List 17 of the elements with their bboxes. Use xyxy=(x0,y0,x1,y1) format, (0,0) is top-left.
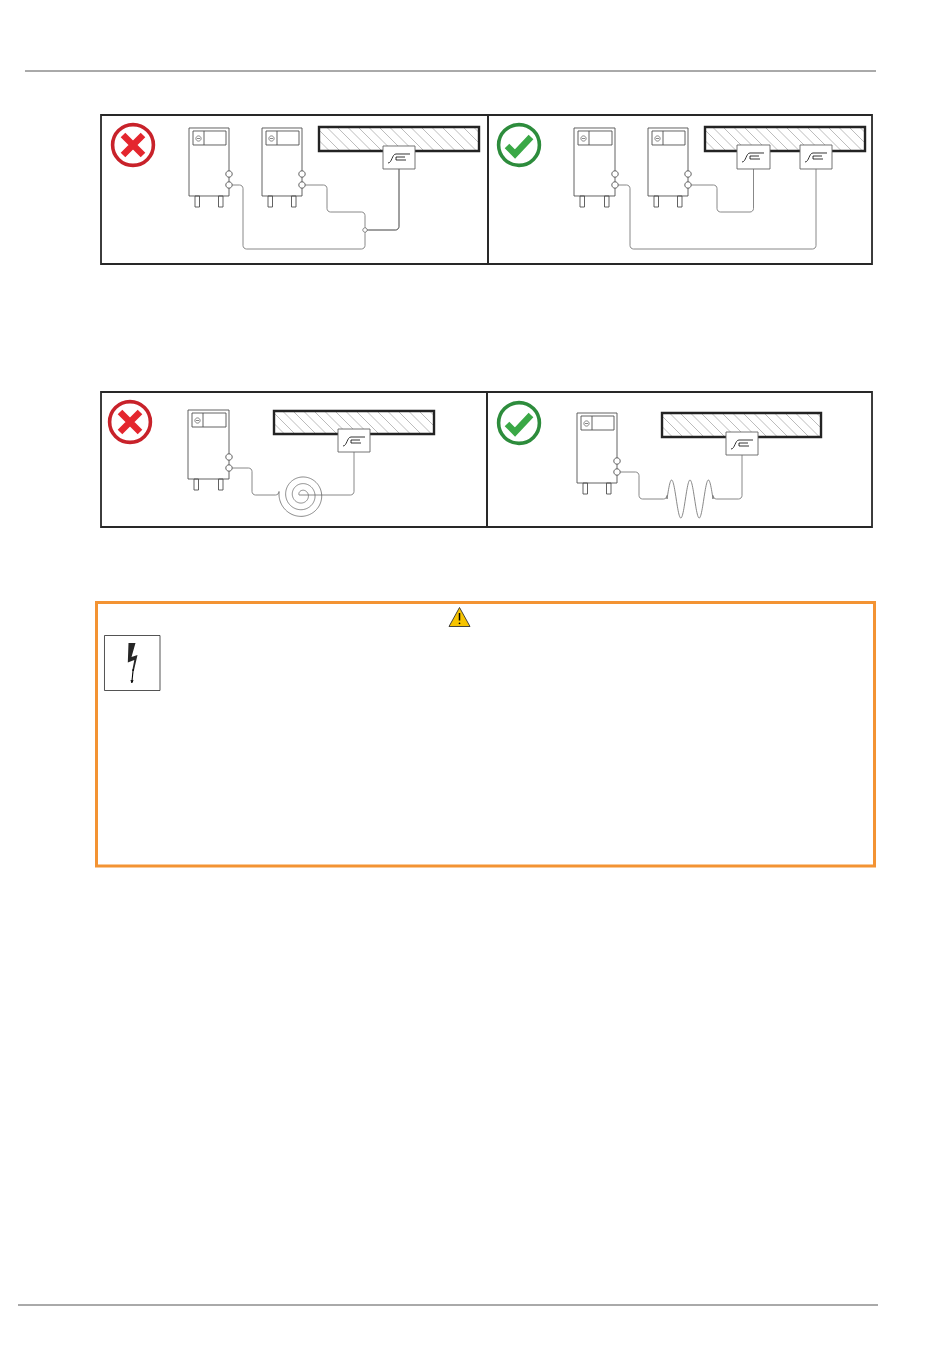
panel-frame xyxy=(487,114,873,265)
panel-frame xyxy=(486,391,873,528)
panel-frame xyxy=(100,391,488,528)
welding-machine xyxy=(187,409,233,491)
cable xyxy=(304,168,400,231)
cable xyxy=(690,168,754,213)
welding-machine xyxy=(647,127,692,208)
cable xyxy=(619,454,743,519)
workpiece-bar xyxy=(272,409,436,436)
cable xyxy=(231,451,355,517)
workpiece-bar xyxy=(317,125,481,153)
welding-machine xyxy=(261,127,306,208)
workpiece-bar xyxy=(660,411,823,439)
welding-machine xyxy=(188,127,233,208)
welding-machine xyxy=(576,412,621,495)
panel-frame xyxy=(100,114,489,265)
welding-machine xyxy=(573,127,619,208)
